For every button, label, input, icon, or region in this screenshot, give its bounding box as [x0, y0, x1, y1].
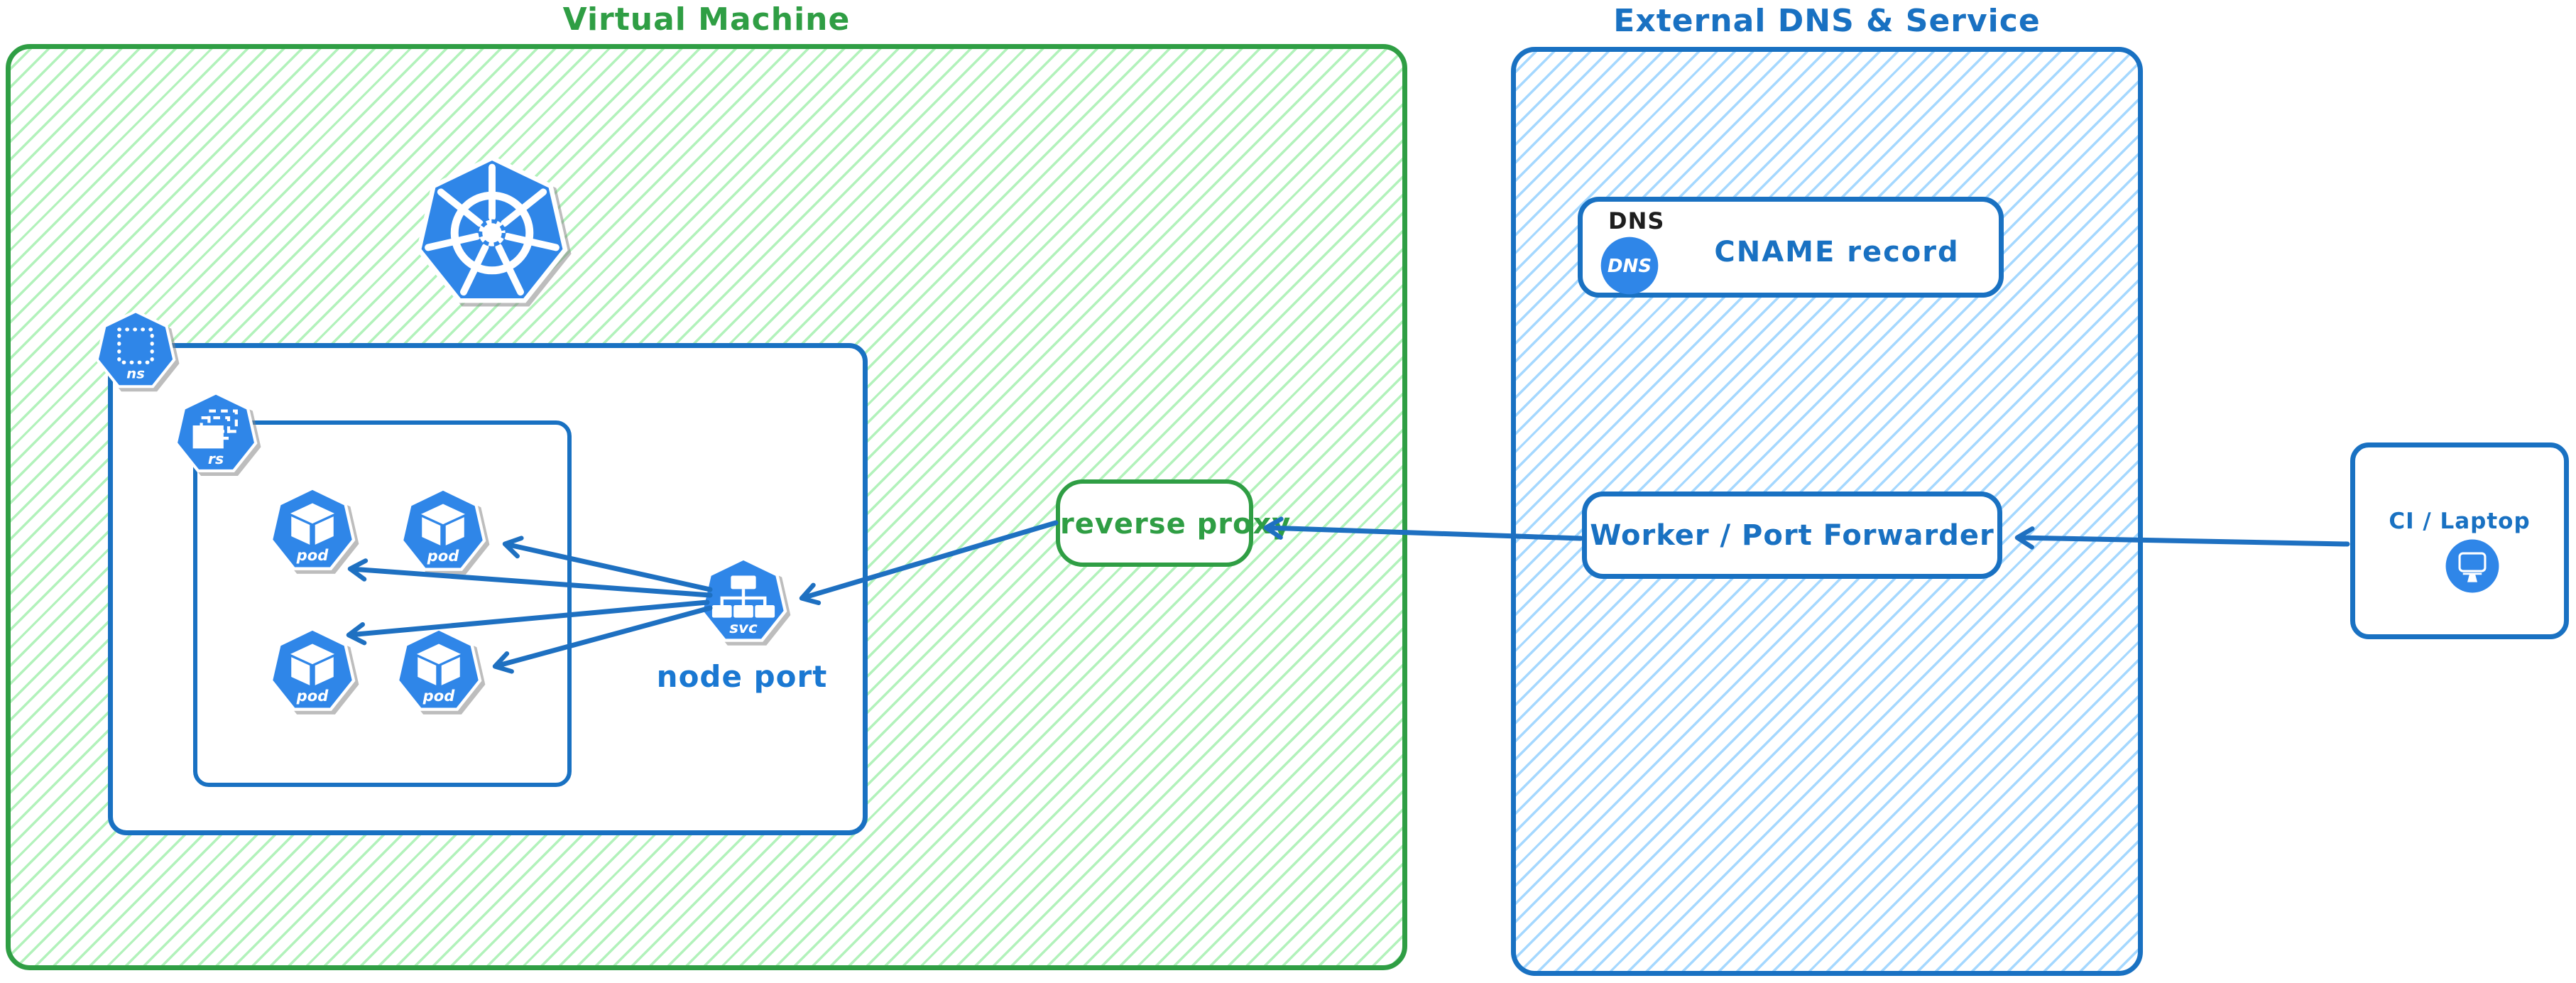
- worker-port-forwarder-card[interactable]: Worker / Port Forwarder: [1582, 492, 2002, 579]
- node-port-label: node port: [656, 659, 828, 694]
- dns-badge-label: DNS: [1608, 256, 1652, 277]
- pod-icon-label: pod: [427, 547, 460, 565]
- service-icon-label: svc: [729, 619, 758, 637]
- worker-port-forwarder-label: Worker / Port Forwarder: [1590, 519, 1994, 552]
- dns-cname-card[interactable]: DNS DNS CNAME record: [1578, 197, 2004, 298]
- pod-icon-label: pod: [422, 687, 456, 705]
- monitor-icon[interactable]: [2445, 538, 2500, 594]
- reverse-proxy-box[interactable]: reverse proxy: [1056, 479, 1292, 567]
- namespace-icon[interactable]: ns: [94, 310, 177, 392]
- kubernetes-logo-icon[interactable]: [414, 151, 570, 315]
- ci-laptop-label: CI / Laptop: [2389, 509, 2531, 534]
- external-group-title: External DNS & Service: [1613, 3, 2041, 39]
- replicaset-icon-label: rs: [208, 450, 224, 467]
- pod-icon[interactable]: pod: [395, 627, 483, 715]
- pod-icon-label: pod: [296, 687, 329, 705]
- vm-group-title: Virtual Machine: [562, 1, 851, 38]
- ci-laptop-card[interactable]: CI / Laptop: [2350, 442, 2569, 639]
- service-icon[interactable]: svc: [699, 557, 788, 646]
- cname-record-label: CNAME record: [1714, 236, 1960, 268]
- dns-badge-icon[interactable]: DNS: [1600, 236, 1659, 295]
- pod-icon-label: pod: [296, 546, 329, 564]
- pod-icon[interactable]: pod: [268, 627, 356, 715]
- namespace-icon-label: ns: [126, 365, 145, 381]
- reverse-proxy-label: reverse proxy: [1060, 508, 1292, 541]
- dns-tag-label: DNS: [1608, 207, 1665, 234]
- pod-icon[interactable]: pod: [268, 487, 356, 575]
- pod-icon[interactable]: pod: [399, 487, 487, 575]
- replicaset-icon[interactable]: rs: [173, 391, 258, 477]
